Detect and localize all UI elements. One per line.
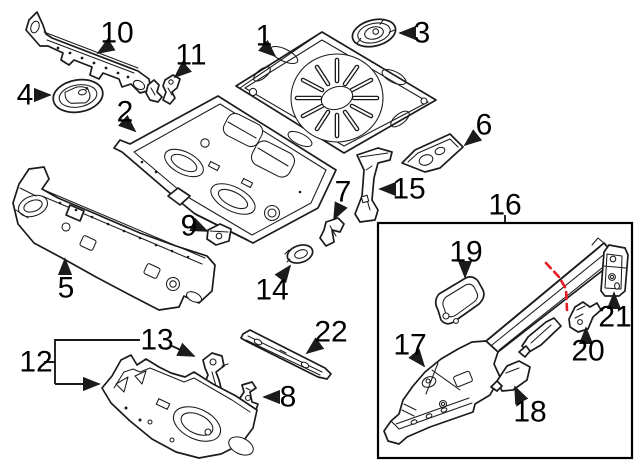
callout-17[interactable]: 17 [393, 329, 426, 362]
part-22-rail-strip-drawing [240, 329, 332, 380]
callout-10[interactable]: 10 [100, 17, 133, 50]
callout-12[interactable]: 12 [19, 346, 52, 379]
part-3-access-cap-drawing [351, 18, 397, 48]
callout-11[interactable]: 11 [175, 39, 206, 72]
part-20-channel-bracket-drawing [568, 301, 602, 333]
callout-3[interactable]: 3 [414, 17, 431, 50]
callout-8[interactable]: 8 [280, 381, 297, 414]
callout-1[interactable]: 1 [256, 20, 273, 53]
part-21-end-plate-drawing [600, 244, 629, 297]
callout-21[interactable]: 21 [598, 301, 631, 334]
red-dashed-cut-line [544, 261, 569, 312]
callout-5[interactable]: 5 [58, 272, 75, 305]
callout-6[interactable]: 6 [476, 109, 493, 142]
part-14-clip-drawing [284, 244, 314, 264]
callout-22[interactable]: 22 [314, 316, 347, 349]
rail-reinforcement-drawing [518, 317, 562, 358]
callout-2[interactable]: 2 [117, 96, 134, 129]
part-1-rear-floor-pan-drawing [235, 31, 437, 154]
part-17-frame-rail-drawing [383, 237, 617, 445]
part-7-mount-bracket-drawing [319, 217, 345, 247]
part-6-support-plate-drawing [401, 133, 464, 173]
part-18-support-drawing [490, 360, 531, 392]
part-2-center-floor-pan-drawing [113, 95, 337, 244]
part-15-support-bracket-drawing [354, 147, 393, 223]
callout-14[interactable]: 14 [255, 274, 288, 307]
callout-13[interactable]: 13 [140, 324, 173, 357]
callout-15[interactable]: 15 [392, 173, 425, 206]
part-5-crossmember-drawing [12, 166, 216, 311]
callout-7[interactable]: 7 [335, 176, 352, 209]
callout-18[interactable]: 18 [513, 396, 546, 429]
part-11-bracket-drawing [145, 74, 181, 105]
part-10-cowl-rail-drawing [25, 11, 152, 94]
part-4-grommet-drawing [52, 78, 104, 114]
callout-16[interactable]: 16 [488, 189, 521, 222]
callout-19[interactable]: 19 [449, 236, 482, 269]
callout-20[interactable]: 20 [571, 335, 604, 368]
callout-9[interactable]: 9 [181, 210, 198, 243]
part-12-cowl-panel-drawing [101, 354, 258, 459]
part-19-rail-bracket-drawing [434, 276, 485, 325]
part-9-tab-bracket-drawing [206, 223, 232, 246]
callout-leaders [33, 25, 622, 405]
callout-4[interactable]: 4 [17, 79, 34, 112]
